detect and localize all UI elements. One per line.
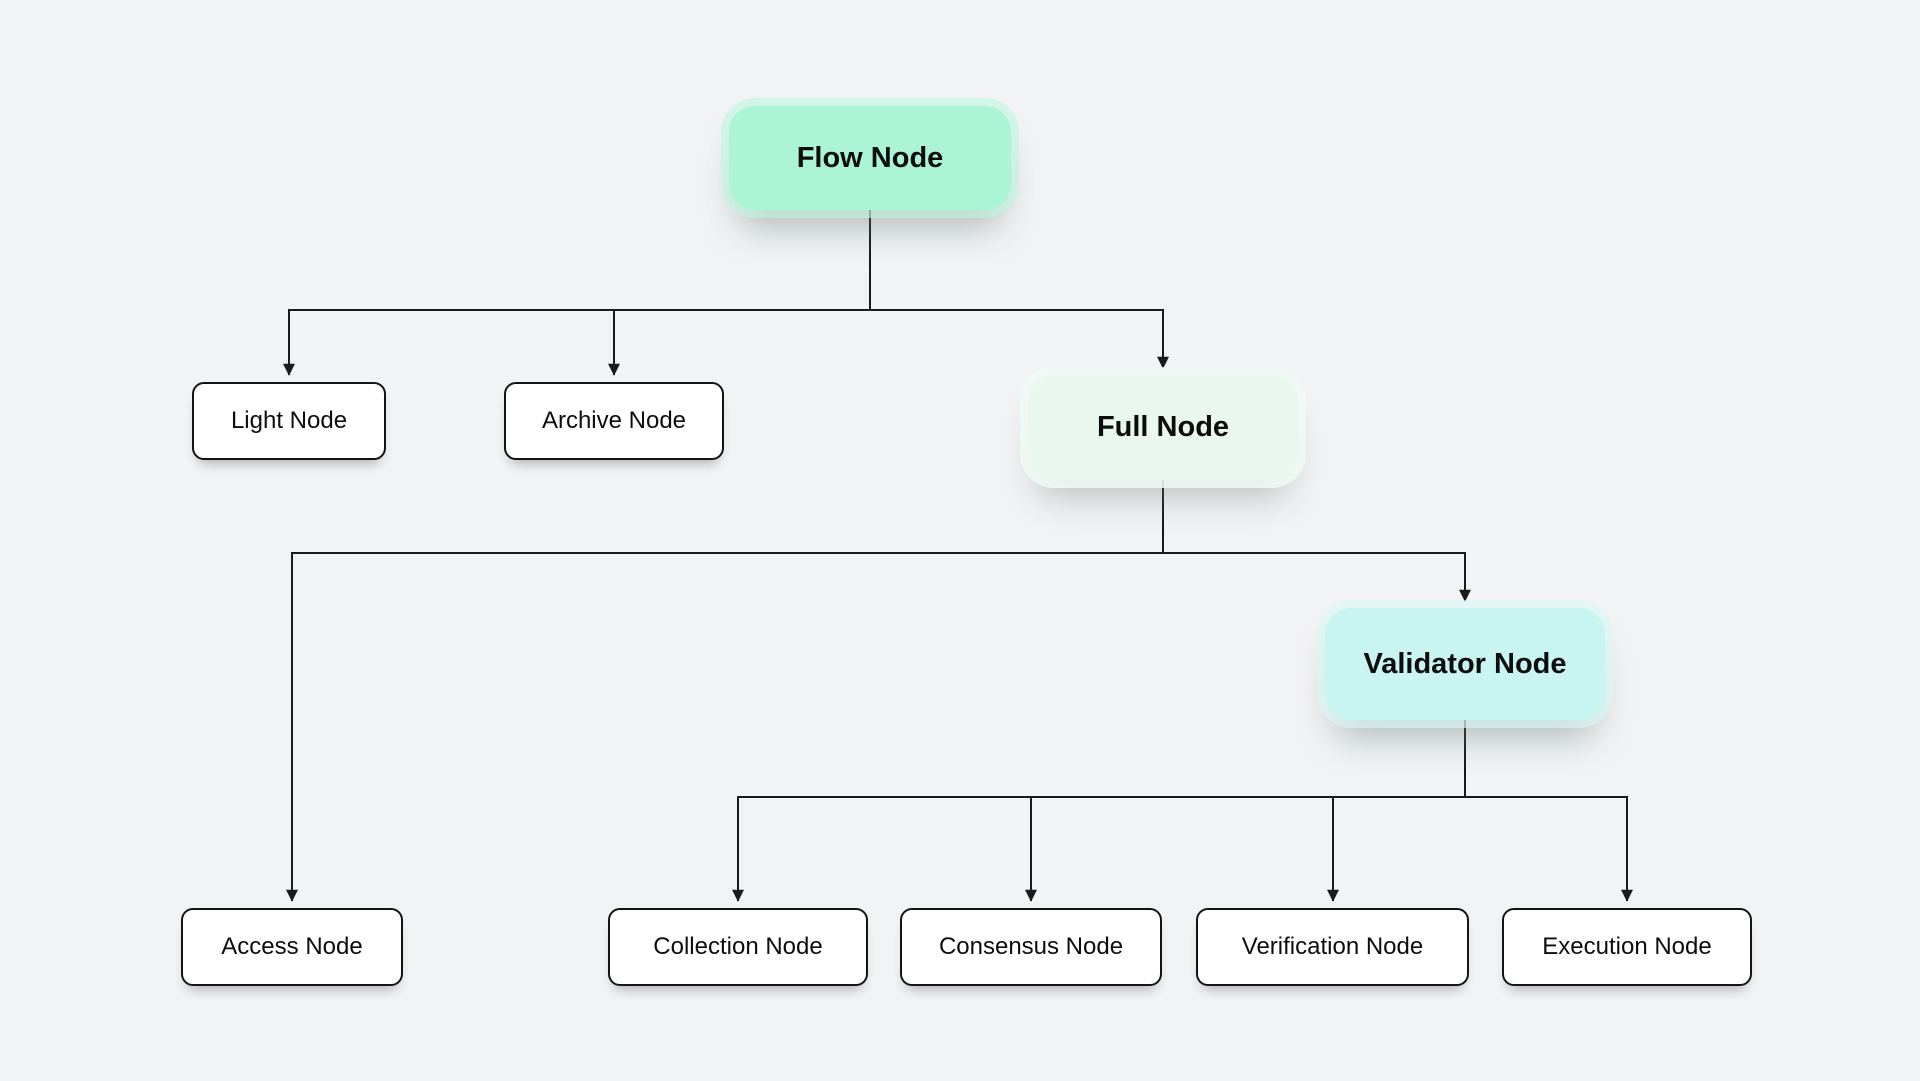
node-verification-label: Verification Node [1241,933,1424,960]
node-archive-label: Archive Node [541,407,687,434]
node-flow: Flow Node [729,106,1011,210]
node-validator-label: Validator Node [1363,647,1567,680]
node-flow-label: Flow Node [796,141,944,174]
node-verification: Verification Node [1196,908,1469,986]
node-consensus: Consensus Node [900,908,1162,986]
node-collection: Collection Node [608,908,868,986]
node-access: Access Node [181,908,403,986]
node-execution-label: Execution Node [1542,933,1712,960]
node-light-label: Light Node [230,407,348,434]
node-consensus-label: Consensus Node [938,933,1124,960]
node-full-label: Full Node [1096,411,1230,443]
node-collection-label: Collection Node [653,933,823,960]
node-access-label: Access Node [221,933,363,960]
node-full: Full Node [1028,375,1298,480]
wire-group [283,209,1633,902]
node-archive: Archive Node [504,382,724,460]
node-light: Light Node [192,382,386,460]
node-execution: Execution Node [1502,908,1752,986]
node-validator: Validator Node [1325,608,1605,720]
